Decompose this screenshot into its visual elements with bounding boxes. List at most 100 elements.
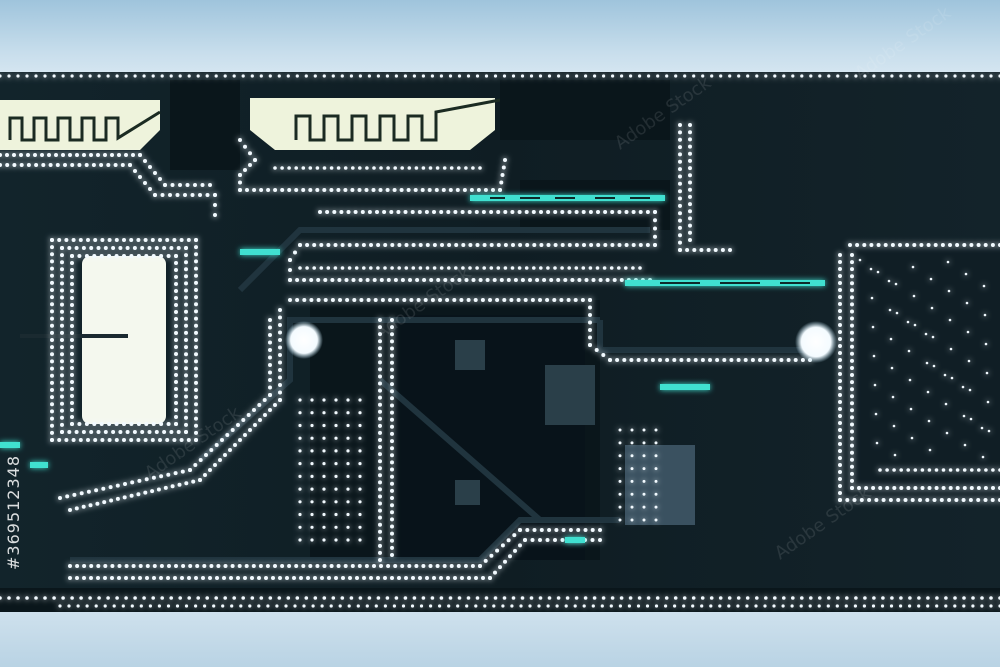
via xyxy=(133,74,137,78)
via xyxy=(964,272,968,276)
via xyxy=(266,604,270,608)
via xyxy=(980,426,984,430)
via xyxy=(845,74,849,78)
via xyxy=(485,278,490,282)
via xyxy=(390,389,394,394)
via xyxy=(445,298,450,302)
via xyxy=(130,604,134,608)
via xyxy=(365,278,370,282)
via xyxy=(82,576,86,580)
via xyxy=(378,466,382,471)
via xyxy=(596,210,600,214)
via xyxy=(114,238,119,242)
via xyxy=(150,489,155,494)
via xyxy=(60,380,64,385)
via xyxy=(373,298,378,302)
via xyxy=(888,498,893,502)
via xyxy=(220,438,224,442)
via xyxy=(390,510,394,515)
via xyxy=(125,246,130,250)
via xyxy=(75,153,79,157)
via xyxy=(191,479,196,484)
via xyxy=(136,254,141,258)
via xyxy=(70,408,74,412)
via xyxy=(618,505,622,509)
via xyxy=(545,298,550,302)
via xyxy=(348,576,352,580)
via xyxy=(850,443,854,448)
via xyxy=(322,462,326,466)
via xyxy=(503,158,507,162)
via xyxy=(678,145,682,150)
via xyxy=(115,483,120,488)
via xyxy=(202,564,207,568)
via xyxy=(453,576,457,580)
via xyxy=(539,528,544,532)
via xyxy=(302,278,307,282)
via xyxy=(248,428,252,432)
via xyxy=(308,166,313,170)
via xyxy=(369,576,373,580)
via xyxy=(194,273,198,278)
via xyxy=(238,438,242,442)
via xyxy=(678,137,682,142)
via xyxy=(153,171,157,175)
via xyxy=(181,564,186,568)
via xyxy=(593,74,597,78)
via xyxy=(250,596,255,600)
via xyxy=(491,188,495,192)
via xyxy=(169,430,174,434)
via xyxy=(148,165,152,169)
via xyxy=(891,395,895,399)
via xyxy=(434,188,439,192)
via xyxy=(925,361,929,365)
via xyxy=(989,604,993,608)
via xyxy=(333,266,338,270)
via xyxy=(838,414,842,418)
via xyxy=(65,494,70,499)
via xyxy=(293,604,297,608)
via xyxy=(120,163,125,167)
via xyxy=(268,370,272,375)
via xyxy=(737,74,741,78)
via xyxy=(390,439,394,444)
via xyxy=(358,487,362,491)
via xyxy=(449,564,454,568)
via xyxy=(58,604,62,608)
via xyxy=(238,180,242,185)
via xyxy=(194,238,198,242)
via xyxy=(194,423,198,428)
via xyxy=(331,596,336,600)
via xyxy=(0,163,2,167)
via xyxy=(926,74,930,78)
via xyxy=(989,74,993,78)
via xyxy=(758,358,762,362)
via xyxy=(390,538,394,543)
via xyxy=(836,596,840,600)
via xyxy=(460,576,464,580)
via xyxy=(817,604,821,608)
via xyxy=(927,486,932,490)
via xyxy=(358,500,362,504)
via xyxy=(546,210,551,214)
via xyxy=(397,576,401,580)
via xyxy=(315,188,320,192)
via xyxy=(818,596,822,600)
via xyxy=(566,298,571,302)
via xyxy=(546,243,551,247)
via xyxy=(693,358,698,362)
via xyxy=(953,604,957,608)
via xyxy=(894,282,898,286)
via xyxy=(358,423,362,428)
via xyxy=(152,576,156,580)
via xyxy=(871,486,876,490)
via xyxy=(257,604,261,608)
via xyxy=(70,331,74,335)
via xyxy=(890,366,894,370)
via xyxy=(286,596,291,600)
via xyxy=(225,433,230,437)
via xyxy=(530,538,535,542)
via xyxy=(70,359,74,363)
via xyxy=(985,371,989,375)
via xyxy=(503,266,508,270)
